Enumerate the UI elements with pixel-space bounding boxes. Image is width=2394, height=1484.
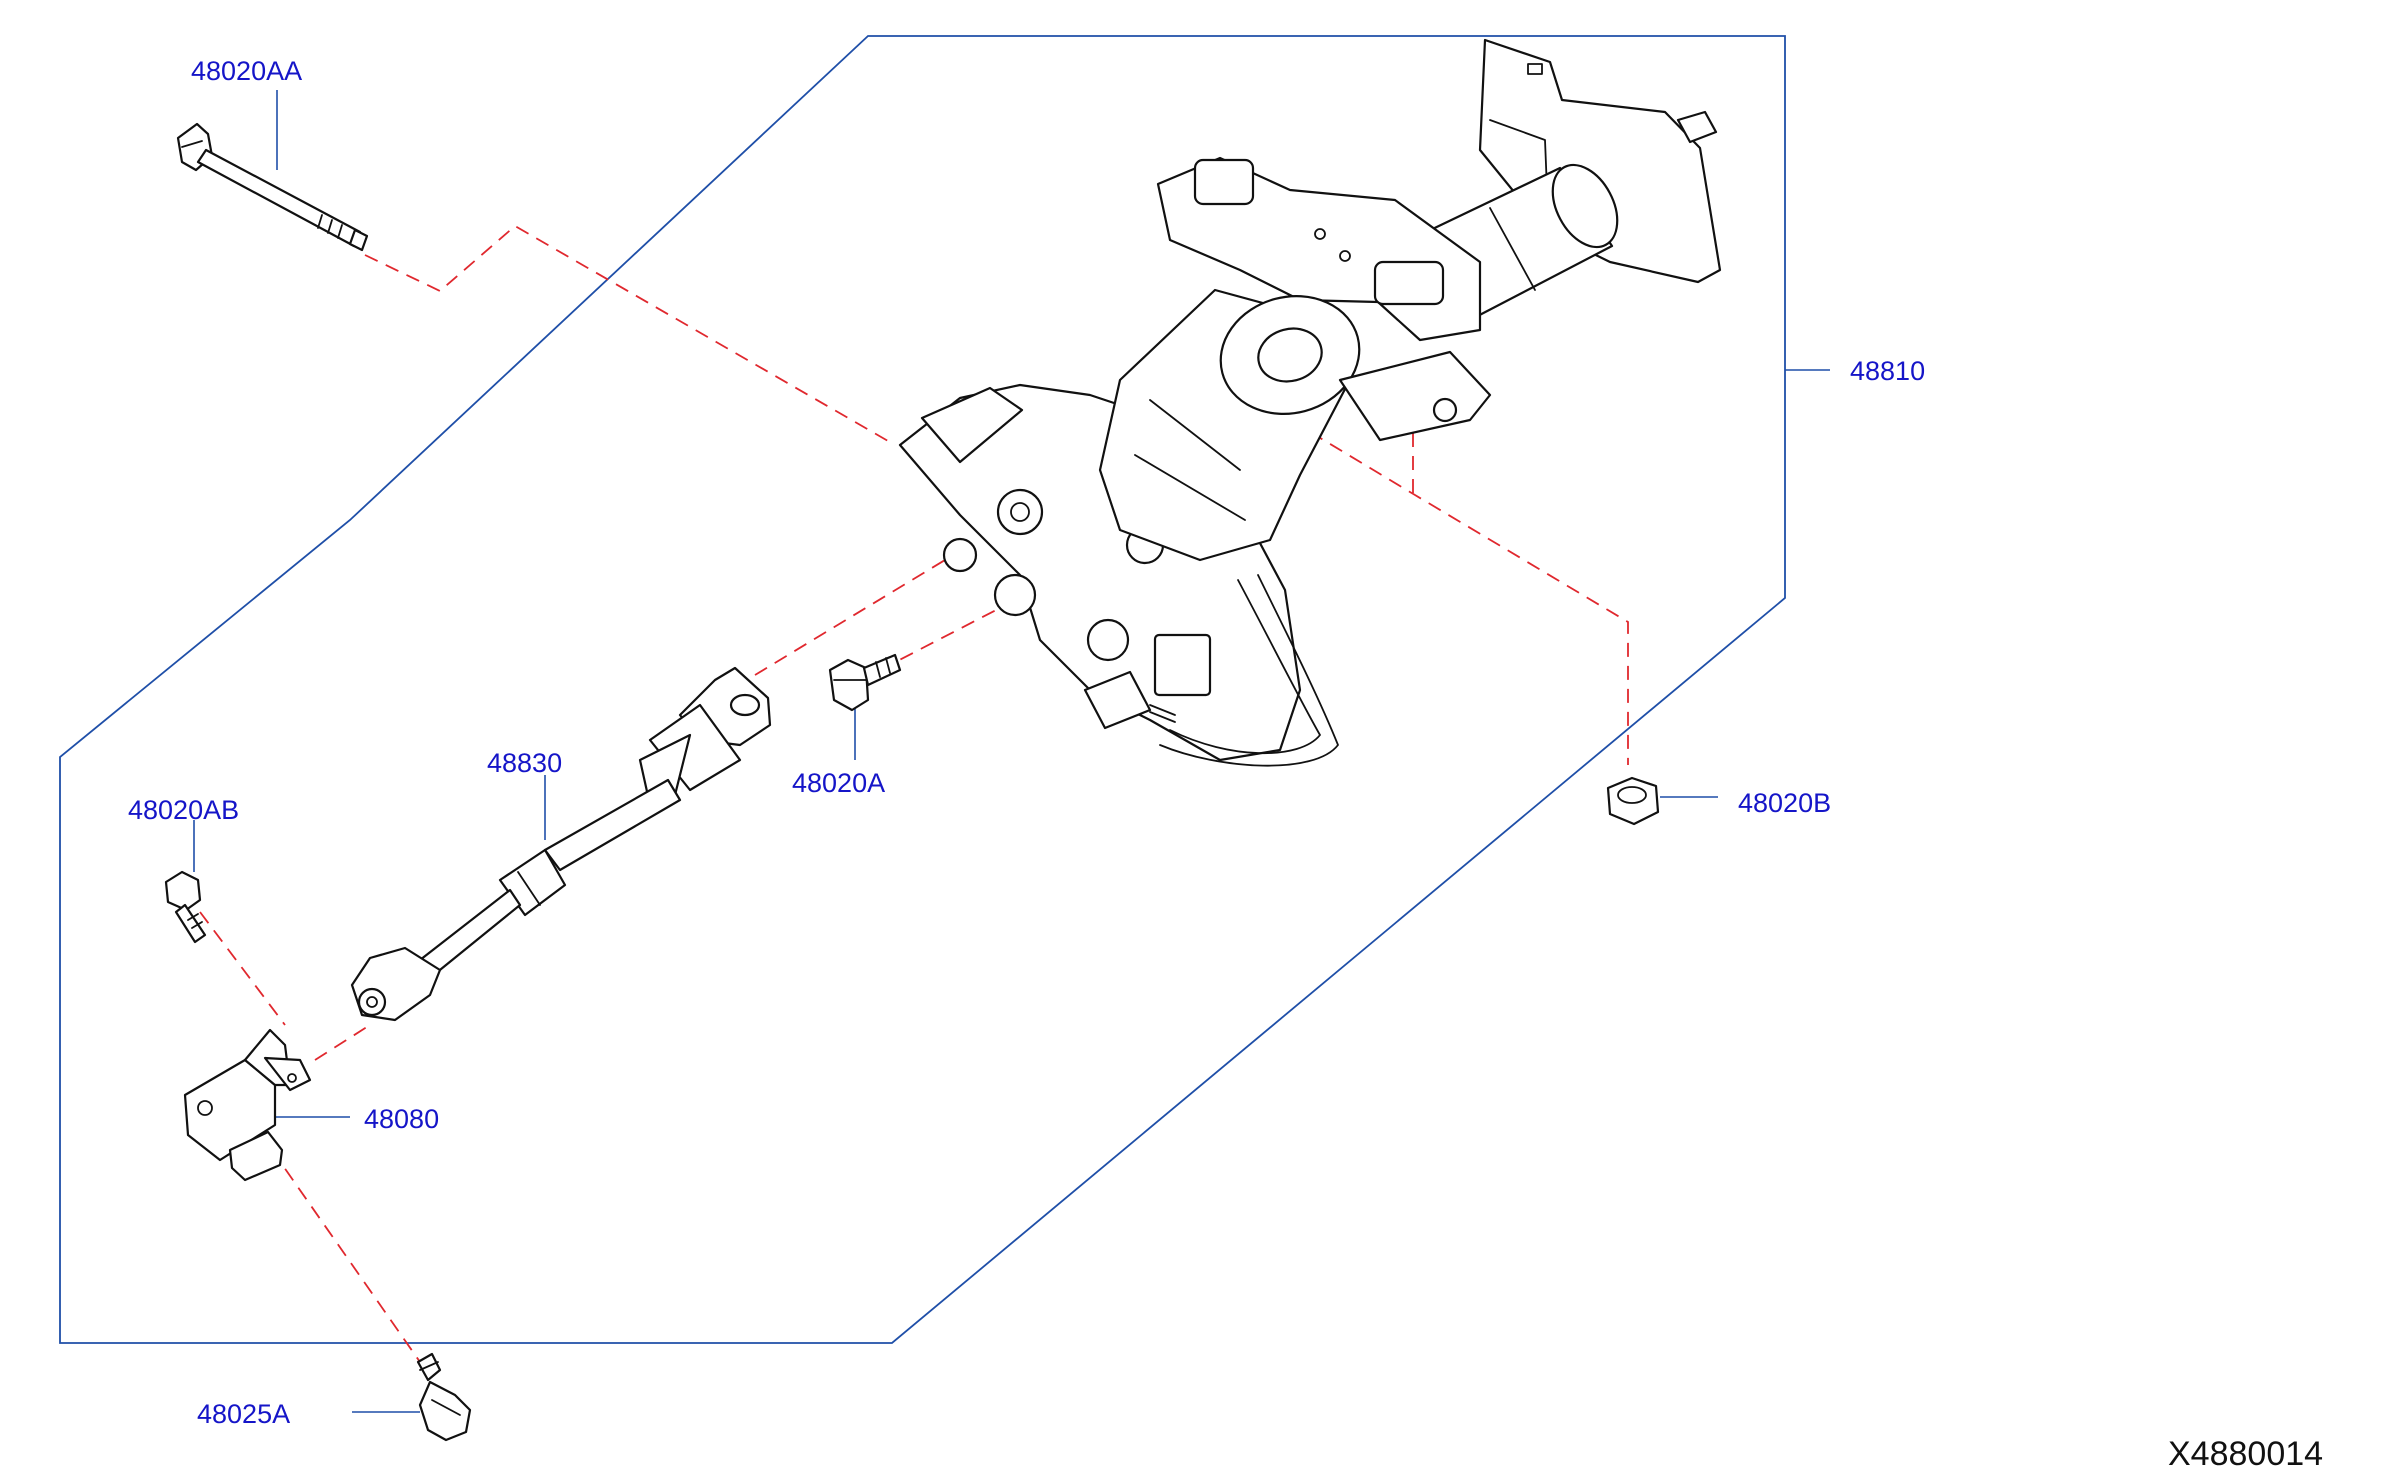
part-label-48020AB: 48020AB [128,795,240,825]
bolt-48020AA-icon [176,122,369,252]
intermediate-shaft-48830-icon [350,666,772,1022]
part-label-48020B: 48020B [1738,788,1832,818]
part-label-48020AA: 48020AA [191,56,303,86]
universal-joint-48080-icon [183,1028,312,1182]
installation-lines [199,224,1629,1363]
steering-column-48810-icon [898,38,1722,767]
part-label-48020A: 48020A [792,768,886,798]
bolt-48020A-icon [828,653,902,712]
part-label-48810: 48810 [1850,356,1926,386]
part-label-48025A: 48025A [197,1399,291,1429]
part-label-48830: 48830 [487,748,563,778]
part-label-48080: 48080 [364,1104,440,1134]
bolt-48025A-icon [416,1352,472,1442]
bolt-48020AB-icon [164,870,207,944]
diagram-code: X4880014 [2168,1435,2324,1473]
leader-lines [193,90,1830,1413]
nut-48020B-icon [1606,776,1660,826]
assembly-frame [59,35,1786,1344]
